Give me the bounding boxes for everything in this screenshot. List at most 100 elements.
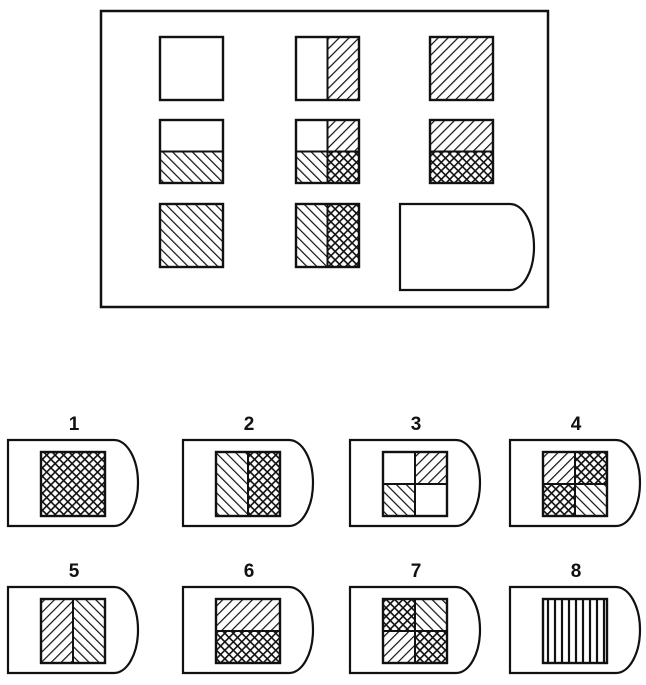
quadrant-dots [383,599,415,631]
quadrant-blank [160,68,192,100]
quadrant-back [575,484,607,516]
option-number: 8 [571,561,582,582]
option-pattern-square [541,450,609,518]
quadrant-back [73,599,105,631]
quadrant-blank [191,68,223,100]
square-outline [214,597,282,665]
quadrant-fwd [41,631,73,663]
square-outline [541,597,609,665]
quadrant-blank [191,120,223,152]
option-3[interactable]: 3 [348,414,482,528]
quadrant-fwd [248,599,280,631]
quadrant-fwd [415,452,447,484]
quadrant-back [191,151,223,183]
option-number: 6 [244,561,255,582]
quadrant-dots [248,631,280,663]
option-8[interactable]: 8 [508,561,642,675]
quadrant-vert [575,599,607,631]
quadrant-fwd [461,68,493,100]
option-number: 5 [69,561,80,582]
quadrant-dots [575,452,607,484]
missing-cell-shape [398,202,536,292]
quadrant-vert [575,631,607,663]
option-number: 4 [571,414,582,435]
quadrant-fwd [461,37,493,69]
square-outline [428,118,495,185]
square-outline [381,450,449,518]
quadrant-blank [296,37,328,69]
square-outline [381,597,449,665]
quadrant-fwd [327,68,359,100]
quadrant-back [296,235,328,267]
quadrant-vert [543,599,575,631]
quadrant-back [160,235,192,267]
option-number: 1 [69,414,80,435]
quadrant-dots [73,452,105,484]
option-number: 2 [244,414,255,435]
option-pattern-square [39,450,107,518]
option-2[interactable]: 2 [181,414,315,528]
quadrant-blank [415,484,447,516]
quadrant-blank [191,37,223,69]
quadrant-vert [543,631,575,663]
option-number: 3 [411,414,422,435]
square-outline [158,118,225,185]
puzzle-matrix [158,35,495,269]
puzzle-frame [99,9,550,309]
quadrant-dots [248,452,280,484]
option-pattern-square [214,597,282,665]
quadrant-blank [296,120,328,152]
square-outline [39,597,107,665]
option-1[interactable]: 1 [6,414,140,528]
quadrant-back [296,151,328,183]
square-outline [158,35,225,102]
quadrant-dots [327,151,359,183]
option-6[interactable]: 6 [181,561,315,675]
quadrant-back [160,151,192,183]
quadrant-fwd [461,120,493,152]
quadrant-fwd [41,599,73,631]
quadrant-blank [296,68,328,100]
matrix-cell-1-2 [294,35,361,102]
quadrant-dots [327,204,359,236]
quadrant-back [415,599,447,631]
option-5[interactable]: 5 [6,561,140,675]
option-pattern-square [541,597,609,665]
option-pattern-square [39,597,107,665]
quadrant-back [73,631,105,663]
square-outline [294,35,361,102]
quadrant-back [296,204,328,236]
quadrant-blank [160,37,192,69]
quadrant-back [216,452,248,484]
option-pattern-square [381,450,449,518]
quadrant-fwd [430,68,462,100]
option-pattern-square [381,597,449,665]
quadrant-dots [415,631,447,663]
square-outline [39,450,107,518]
quadrant-fwd [216,599,248,631]
quadrant-fwd [430,120,462,152]
quadrant-back [216,484,248,516]
quadrant-fwd [327,120,359,152]
quadrant-dots [248,484,280,516]
option-4[interactable]: 4 [508,414,642,528]
quadrant-blank [383,452,415,484]
option-pattern-square [214,450,282,518]
quadrant-back [383,484,415,516]
square-outline [158,202,225,269]
matrix-cell-3-1 [158,202,225,269]
matrix-cell-3-2 [294,202,361,269]
matrix-cell-1-3 [428,35,495,102]
quadrant-dots [461,151,493,183]
quadrant-dots [216,631,248,663]
square-outline [294,118,361,185]
square-outline [541,450,609,518]
quadrant-back [160,204,192,236]
quadrant-dots [73,484,105,516]
option-7[interactable]: 7 [348,561,482,675]
matrix-cell-1-1 [158,35,225,102]
quadrant-dots [327,235,359,267]
quadrant-blank [160,120,192,152]
square-outline [294,202,361,269]
